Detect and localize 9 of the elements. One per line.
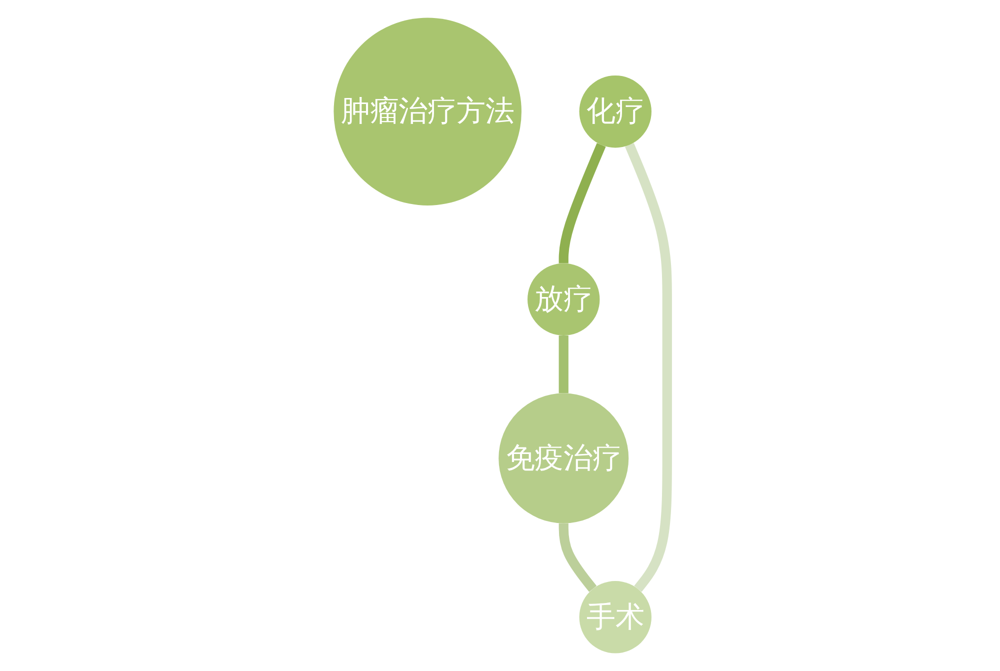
node-circle: 免疫治疗 — [498, 393, 628, 524]
node-circle: 手术 — [578, 581, 652, 654]
node-circle: 放疗 — [527, 263, 600, 336]
connector — [558, 143, 606, 264]
connector — [558, 523, 596, 592]
connector — [624, 143, 672, 592]
node-circle: 肿瘤治疗方法 — [333, 18, 522, 206]
node-circle: 化疗 — [578, 76, 652, 148]
connector — [558, 336, 568, 394]
